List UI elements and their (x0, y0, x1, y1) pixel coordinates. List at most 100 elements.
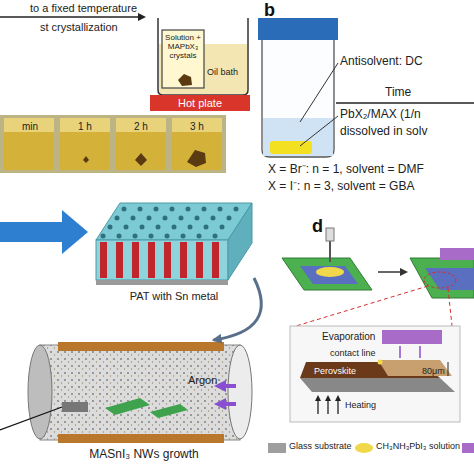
thickness-bracket (448, 362, 449, 376)
pore-array (101, 207, 239, 239)
pipette-bulb (326, 228, 334, 241)
template-base (96, 280, 228, 285)
oil-bath: Oil bath Solution + MAPbX₃ crystals (158, 18, 248, 95)
zoom-circle (424, 272, 456, 288)
callout-text: PbX₂/MAX (1/n (340, 108, 421, 122)
solution-drop (316, 267, 344, 277)
vial-photos (0, 115, 226, 173)
oil-bath-beaker (158, 18, 248, 95)
crystal (83, 156, 89, 163)
template-top (96, 203, 252, 240)
beaker-outline (158, 18, 248, 95)
evaporation-zone (440, 248, 474, 260)
legend-swatch (462, 443, 474, 453)
precursor-solution (270, 141, 312, 154)
source-boat (62, 402, 88, 412)
step-arrow-head (400, 268, 408, 276)
antisolvent-liquid (263, 118, 333, 156)
crystal (187, 150, 206, 167)
crystal (135, 153, 147, 166)
substrate-film (425, 268, 474, 290)
curved-arrow (214, 278, 262, 340)
process-arrow (0, 210, 88, 254)
tube-furnace (0, 342, 252, 443)
heating-band (58, 434, 224, 443)
vapor-arrow (419, 346, 421, 358)
legend-swatch (268, 443, 286, 453)
step-note: st crystallization (40, 21, 118, 34)
template-front (96, 240, 228, 280)
process-arrow (0, 13, 146, 21)
tube-end (228, 345, 252, 439)
step-arrow (378, 271, 402, 273)
vial-top (116, 118, 166, 132)
callout-text: dissolved in solv (340, 125, 427, 139)
pipette (329, 240, 331, 262)
vapor-particles (40, 345, 240, 440)
condition-note: X = I⁻: n = 3, solvent = GBA (268, 180, 414, 194)
vial (116, 118, 166, 170)
node-text: Oil bath (207, 68, 247, 78)
solution-beaker: Solution + MAPbX₃ crystals (162, 30, 204, 88)
vial-body (262, 40, 334, 157)
gas-flow-arrow (226, 384, 236, 388)
condition-note: X = Br⁻: n = 1, solvent = DMF (268, 163, 424, 177)
antisolvent-vial (258, 18, 474, 157)
vial-top (60, 118, 110, 132)
arrow-head (325, 395, 331, 401)
panel-letter: b (264, 0, 275, 21)
template-side (228, 203, 252, 280)
axis-label: Time (385, 86, 411, 100)
legend-text: Glass substrate (289, 441, 352, 451)
callout-text: Antisolvent: DC (340, 55, 423, 69)
leader-line (300, 63, 338, 122)
node-text: MASnI₃ NWs growth (28, 448, 260, 461)
dimension-label: 80μm (422, 366, 445, 376)
tube-furnace: ArgonMASnI₃ NWs growth (28, 338, 260, 468)
leader-line (0, 407, 62, 430)
legend-swatch (355, 443, 373, 453)
vial-top (4, 118, 54, 132)
vial (4, 118, 54, 170)
arrow-line (0, 16, 140, 17)
substrate (105, 398, 150, 415)
node-text: Solution + MAPbX₃ crystals (163, 34, 203, 60)
substrate (150, 404, 188, 418)
zoom-line (296, 286, 428, 326)
vial-cap (258, 18, 338, 40)
inset-frame (290, 326, 460, 422)
node-text: PAT with Sn metal (92, 290, 256, 302)
glass-substrate (410, 258, 474, 298)
step-note: to a fixed temperature (30, 2, 137, 15)
node-text: Hot plate (150, 97, 250, 109)
arrow-head (315, 395, 321, 401)
pat-template: PAT with Sn metal (92, 198, 256, 308)
zoom-line (448, 288, 452, 326)
process-label: Evaporation (322, 331, 375, 343)
arrow-head (138, 13, 146, 21)
drop-casting-setup (282, 228, 474, 326)
leader-line (300, 116, 338, 146)
zoom-inset (290, 326, 460, 422)
vial (172, 118, 222, 170)
contact-line-marker (378, 360, 383, 365)
node-text: Argon (188, 374, 238, 386)
process-label: Heating (345, 400, 376, 410)
gas-flow-arrow (214, 398, 226, 410)
photo-background (0, 115, 226, 173)
tube (40, 345, 240, 440)
layer-label: Perovskite (314, 366, 356, 376)
time-label: min (22, 121, 38, 133)
vapor-arrow (399, 346, 401, 358)
pat-template (96, 203, 252, 285)
heating-band (58, 342, 224, 351)
time-label: 1 h (78, 121, 92, 133)
glass-substrate (282, 258, 372, 290)
tube-end (28, 345, 52, 439)
gas-flow-arrow (226, 402, 236, 406)
glass-slab (300, 378, 455, 392)
arrow-head (335, 395, 341, 401)
time-label: 2 h (134, 121, 148, 133)
solution-beaker (162, 30, 204, 88)
